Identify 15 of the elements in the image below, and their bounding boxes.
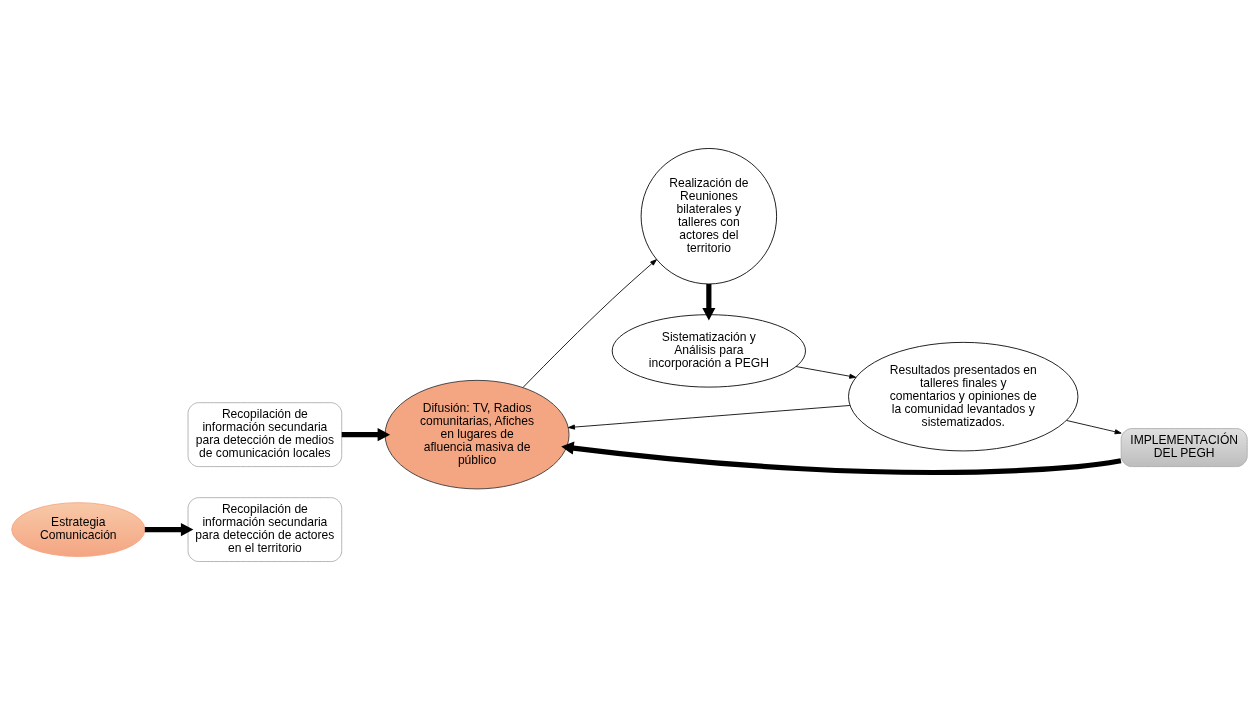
node-ellipse: Difusión: TV, Radios comunitarias, Afiches en lugares de afluencia masiva de público bbox=[384, 379, 570, 489]
arrow bbox=[144, 522, 194, 536]
node-circle: Realización de Reuniones bilaterales y talleres con actores del territorio bbox=[640, 147, 778, 284]
arrow bbox=[522, 258, 657, 388]
node-box: Recopilación de información secundaria para detección de actores en el territorio bbox=[187, 496, 343, 562]
arrow bbox=[341, 427, 391, 441]
arrow bbox=[1066, 419, 1122, 434]
arrow bbox=[568, 404, 851, 430]
node-ellipse: Estrategia Comunicación bbox=[11, 501, 146, 557]
arrow bbox=[702, 283, 716, 320]
node-box: Recopilación de información secundaria para detección de medios de comunicación locales bbox=[187, 401, 343, 467]
node-ellipse: Sistematización y Análisis para incorporación a PEGH bbox=[611, 313, 806, 388]
node-box: IMPLEMENTACIÓN DEL PEGH bbox=[1120, 427, 1248, 467]
arrow bbox=[795, 365, 857, 379]
arrow bbox=[561, 441, 1122, 475]
